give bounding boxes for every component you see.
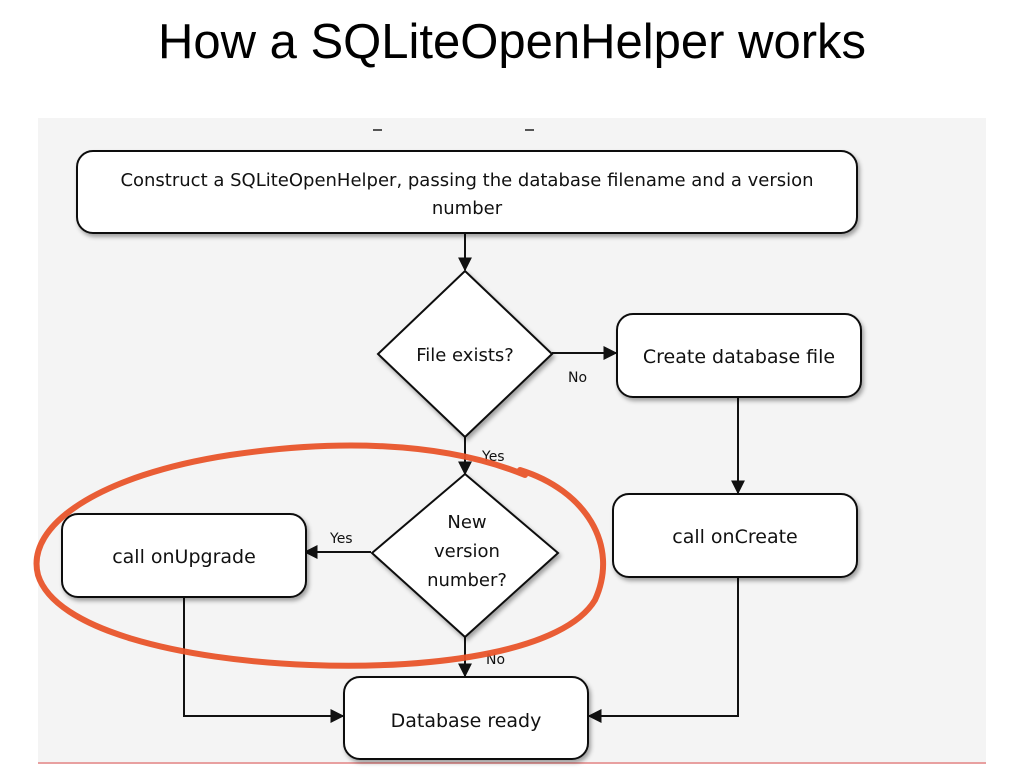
- node-new-version-line3: number?: [427, 570, 507, 591]
- node-construct-line1: Construct a SQLiteOpenHelper, passing th…: [120, 170, 813, 191]
- node-new-version-line1: New: [447, 512, 486, 533]
- node-create-file-label: Create database file: [643, 346, 835, 368]
- node-new-version-line2: version: [434, 541, 500, 562]
- node-db-ready: Database ready: [343, 676, 589, 760]
- node-new-version: New version number?: [370, 472, 560, 639]
- node-db-ready-label: Database ready: [391, 710, 542, 732]
- node-create-file: Create database file: [616, 313, 862, 398]
- highlight-ellipse: [33, 442, 607, 669]
- edge-oncreate-to-ready: [587, 576, 739, 723]
- node-on-upgrade-label: call onUpgrade: [112, 546, 256, 568]
- bottom-divider: [38, 762, 986, 764]
- label-file-no: No: [568, 370, 587, 386]
- node-on-create-label: call onCreate: [672, 526, 798, 548]
- node-on-create: call onCreate: [612, 493, 858, 578]
- node-file-exists: File exists?: [376, 269, 554, 439]
- node-construct: Construct a SQLiteOpenHelper, passing th…: [76, 150, 858, 234]
- edge-onupgrade-to-ready: [183, 597, 345, 723]
- page-title: How a SQLiteOpenHelper works: [157, 15, 867, 69]
- label-version-yes: Yes: [329, 531, 353, 547]
- node-file-exists-label: File exists?: [416, 345, 514, 366]
- node-construct-line2: number: [432, 198, 503, 219]
- node-on-upgrade: call onUpgrade: [61, 513, 307, 598]
